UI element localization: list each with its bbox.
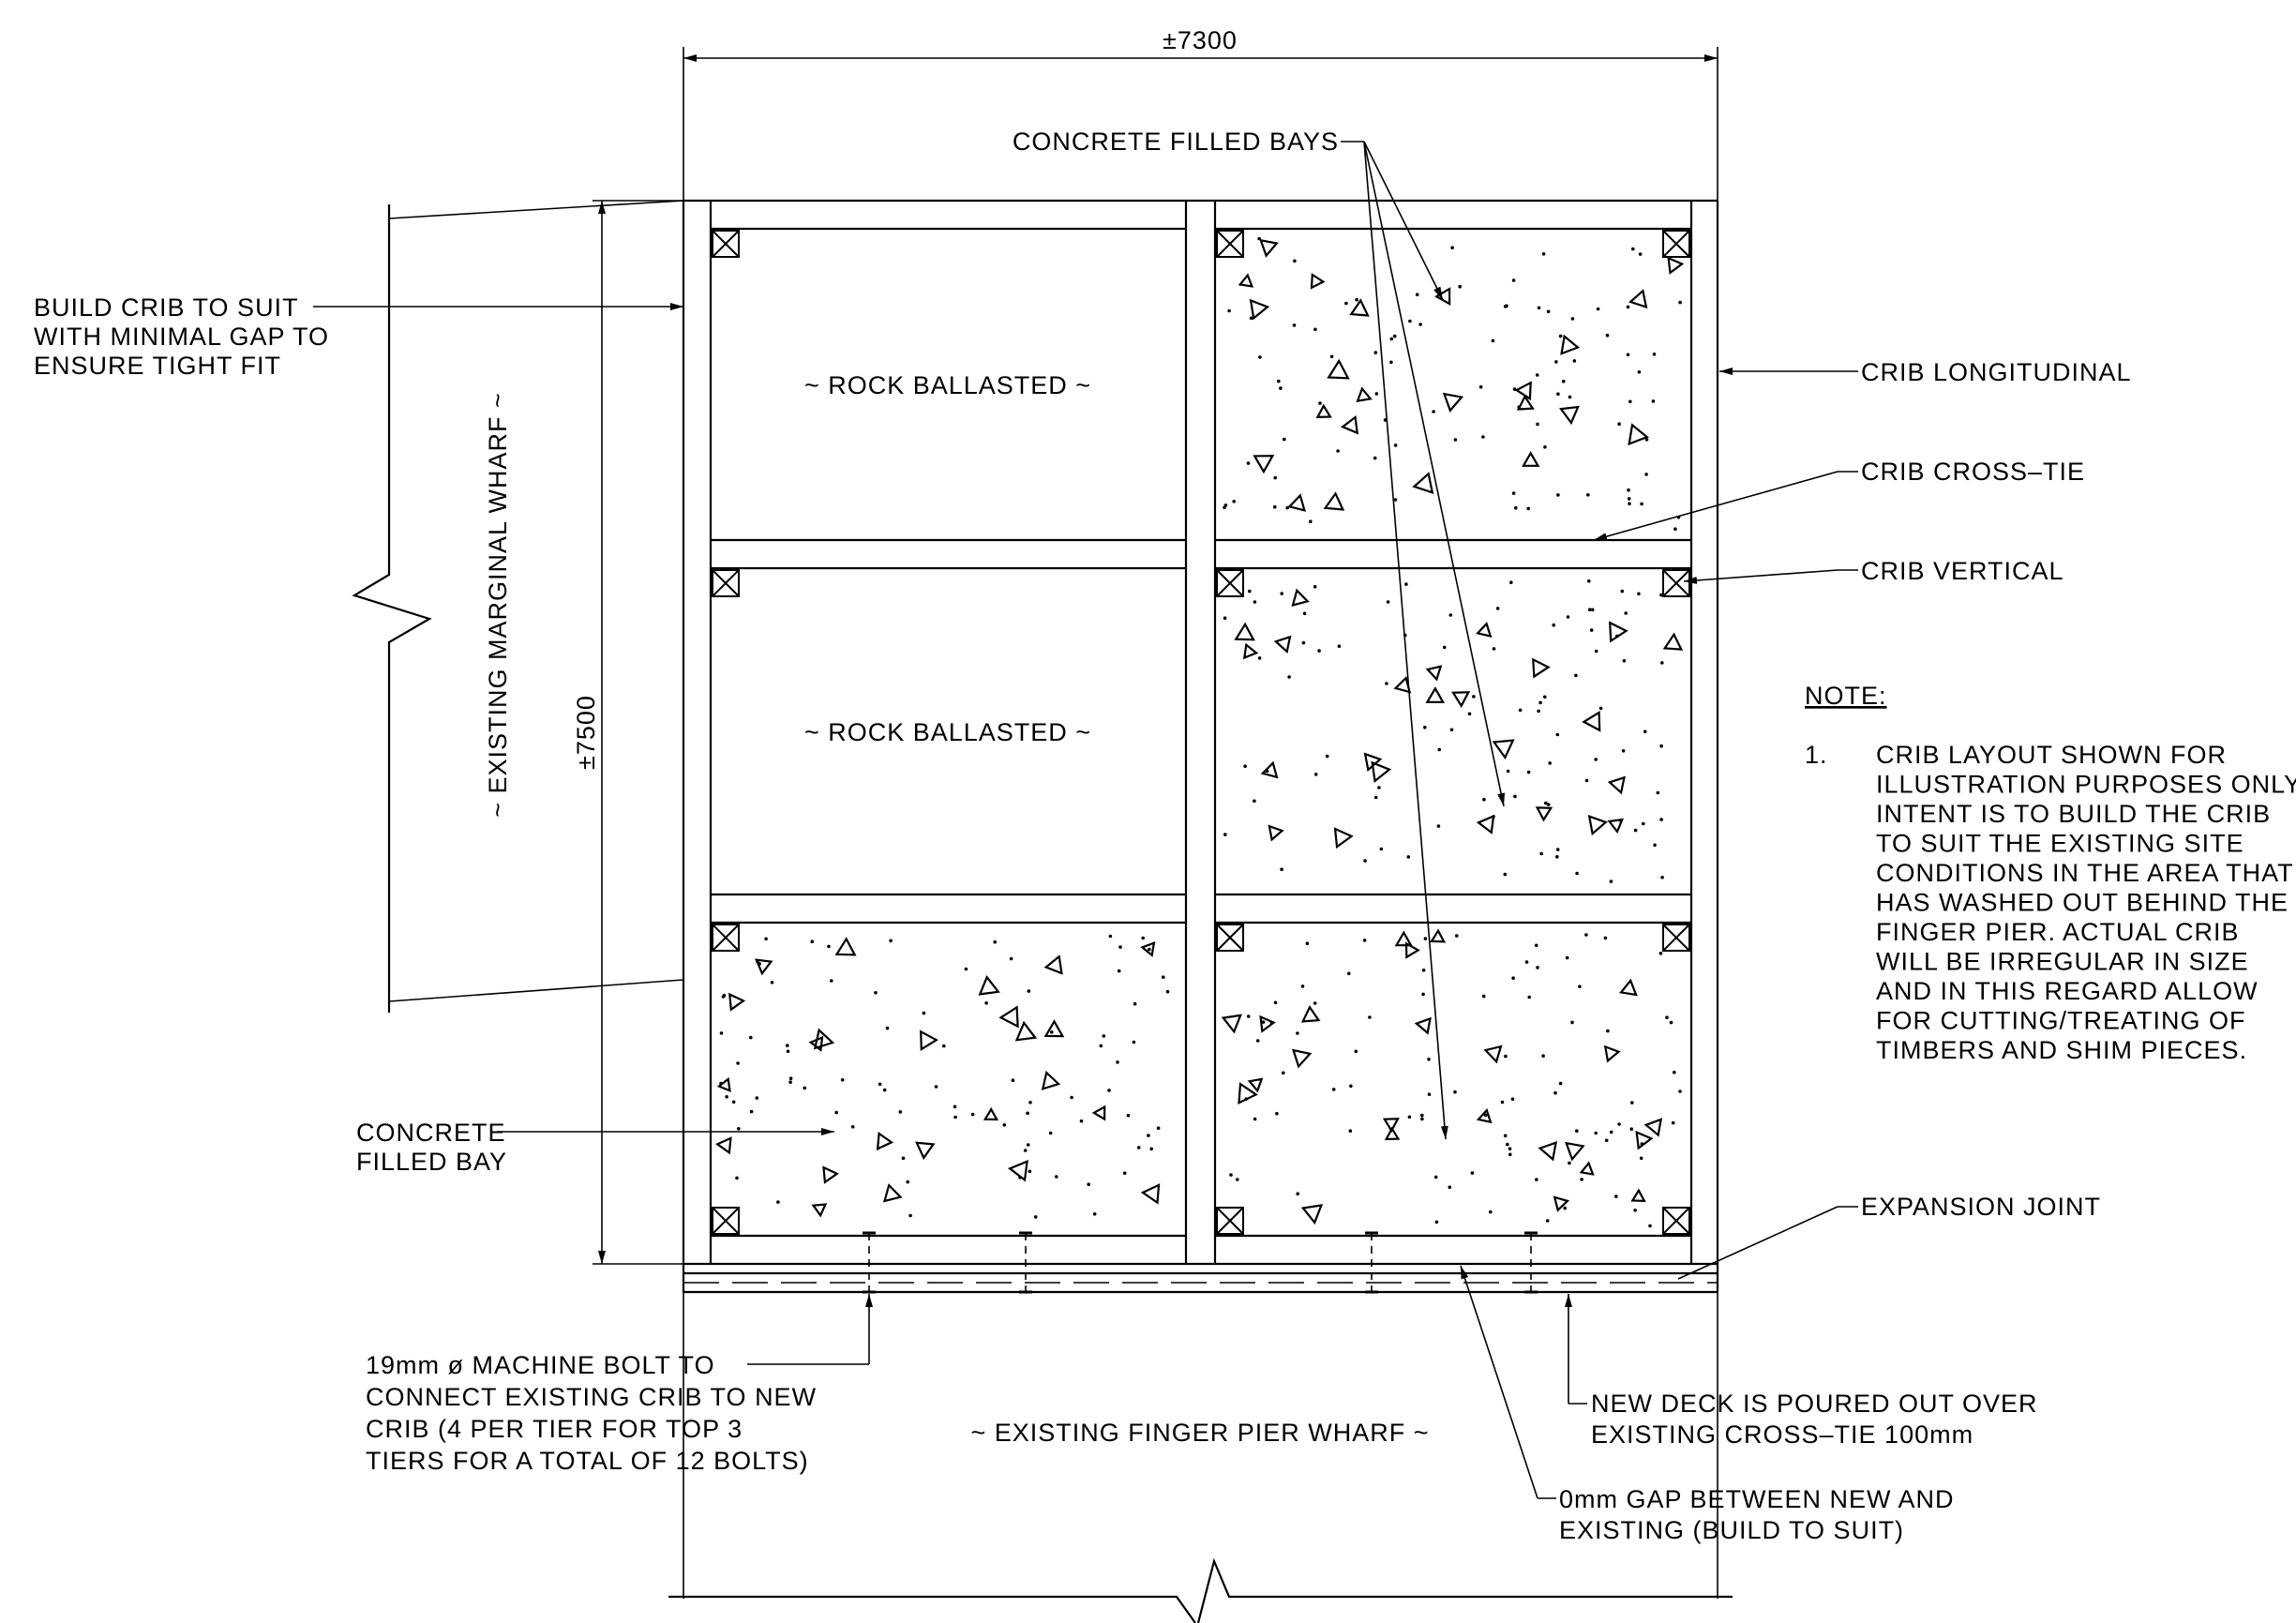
build-crib-line-2: WITH MINIMAL GAP TO [34,323,329,351]
crib-vertical-post [712,924,740,952]
note-line: TO SUIT THE EXISTING SITE [1876,830,2244,858]
height-dimension-label: ±7500 [572,695,600,770]
crib-vertical-post [1216,569,1244,597]
note-block: NOTE: 1. CRIB LAYOUT SHOWN FORILLUSTRATI… [1805,682,2296,1064]
crib-vertical-posts [712,230,1690,1235]
rock-ballasted-label-top: ~ ROCK BALLASTED ~ [804,371,1091,399]
note-line: FINGER PIER. ACTUAL CRIB [1876,918,2240,946]
gap-callout: 0mm GAP BETWEEN NEW AND EXISTING (BUILD … [1460,1265,1955,1544]
height-dimension: ±7500 [572,200,683,1265]
gap-line-2: EXISTING (BUILD TO SUIT) [1559,1516,1904,1544]
build-crib-line-3: ENSURE TIGHT FIT [34,352,281,380]
crib-vertical-post [1662,569,1690,597]
concrete-filled-bay-callout: CONCRETE FILLED BAY [356,1119,834,1176]
note-line: CONDITIONS IN THE AREA THAT [1876,859,2294,887]
crib-vertical-callout: CRIB VERTICAL [1683,557,2064,585]
expansion-joint-label: EXPANSION JOINT [1861,1193,2101,1221]
crib-cross-tie-callout: CRIB CROSS–TIE [1593,458,2085,541]
note-line: TIMBERS AND SHIM PIECES. [1876,1036,2247,1064]
note-line: FOR CUTTING/TREATING OF [1876,1007,2245,1035]
build-crib-callout: BUILD CRIB TO SUIT WITH MINIMAL GAP TO E… [34,293,683,380]
note-line: INTENT IS TO BUILD THE CRIB [1876,800,2271,828]
crib-cross-tie-label: CRIB CROSS–TIE [1861,458,2085,486]
rock-ballasted-label-middle: ~ ROCK BALLASTED ~ [804,718,1091,746]
new-deck-callout: NEW DECK IS POURED OUT OVER EXISTING CRO… [1565,1294,2038,1449]
existing-marginal-wharf-label: ~ EXISTING MARGINAL WHARF ~ [484,392,512,818]
crib-longitudinal-label: CRIB LONGITUDINAL [1861,358,2132,386]
concrete-filled-bay-line-1: CONCRETE [356,1119,506,1147]
width-dimension: ±7300 [683,26,1718,201]
crib-vertical-post [712,230,740,258]
note-title: NOTE: [1805,682,1887,710]
note-line: HAS WASHED OUT BEHIND THE [1876,889,2288,917]
crib-vertical-post [1662,924,1690,952]
concrete-filled-bays-label: CONCRETE FILLED BAYS [1013,128,1339,156]
break-line-bottom [668,1557,1733,1623]
machine-bolt-line-3: CRIB (4 PER TIER FOR TOP 3 [366,1415,743,1443]
break-line-left [352,200,684,1013]
machine-bolt-line-2: CONNECT EXISTING CRIB TO NEW [366,1383,817,1411]
build-crib-line-1: BUILD CRIB TO SUIT [34,293,299,322]
new-deck-line-2: EXISTING CROSS–TIE 100mm [1591,1420,1973,1449]
gap-line-1: 0mm GAP BETWEEN NEW AND [1559,1485,1955,1513]
note-number: 1. [1805,741,1828,769]
machine-bolt-callout: 19mm ø MACHINE BOLT TO CONNECT EXISTING … [366,1294,873,1475]
concrete-filled-bay-line-2: FILLED BAY [356,1148,507,1176]
crib-frame [682,199,1719,1599]
width-dimension-label: ±7300 [1163,26,1238,54]
crib-vertical-post [1662,230,1690,258]
note-line: ILLUSTRATION PURPOSES ONLY. [1876,771,2296,799]
crib-vertical-post [1216,924,1244,952]
note-line: AND IN THIS REGARD ALLOW [1876,977,2258,1005]
new-deck-line-1: NEW DECK IS POURED OUT OVER [1591,1390,2038,1418]
concrete-fill-texture [715,234,1685,1228]
crib-vertical-post [1216,230,1244,258]
crib-vertical-post [712,569,740,597]
crib-vertical-post [1216,1207,1244,1235]
note-line: WILL BE IRREGULAR IN SIZE [1876,948,2249,976]
crib-longitudinal-callout: CRIB LONGITUDINAL [1719,358,2132,386]
crib-vertical-label: CRIB VERTICAL [1861,557,2064,585]
note-line: CRIB LAYOUT SHOWN FOR [1876,741,2227,769]
machine-bolt-line-4: TIERS FOR A TOTAL OF 12 BOLTS) [366,1447,809,1475]
crib-vertical-post [1662,1207,1690,1235]
crib-vertical-post [712,1207,740,1235]
existing-finger-pier-label: ~ EXISTING FINGER PIER WHARF ~ [970,1419,1429,1447]
concrete-filled-bays-callout: CONCRETE FILLED BAYS [1013,128,1506,1140]
expansion-joint-callout: EXPANSION JOINT [1677,1193,2101,1280]
machine-bolt-line-1: 19mm ø MACHINE BOLT TO [366,1351,715,1379]
machine-bolts [863,1231,1538,1294]
